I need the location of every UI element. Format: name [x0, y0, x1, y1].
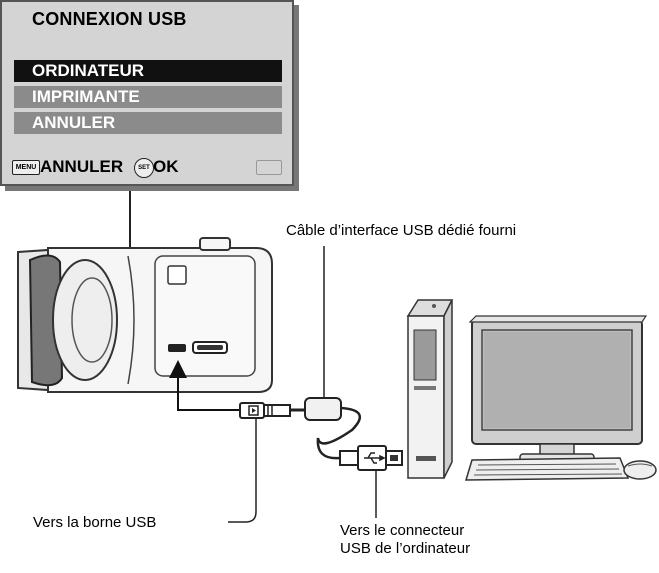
mouse-icon	[623, 460, 657, 480]
set-button-icon: SET	[134, 158, 154, 178]
computer-port-label-line1: Vers le connecteur	[340, 522, 465, 539]
footer-ok-label: OK	[153, 157, 179, 176]
camcorder-icon	[17, 237, 273, 411]
usb-symbol-icon	[364, 452, 386, 464]
cable-label: Câble d’interface USB dédié fourni	[286, 222, 517, 239]
menu-item-computer[interactable]: ORDINATEUR	[14, 60, 282, 82]
menu-item-printer[interactable]: IMPRIMANTE	[14, 86, 282, 108]
computer-port-label-line2: USB de l’ordinateur	[340, 540, 471, 557]
menu-item-cancel[interactable]: ANNULER	[14, 112, 282, 134]
camera-port-leader	[228, 418, 257, 523]
footer-cancel-label: ANNULER	[40, 157, 124, 176]
battery-icon	[256, 160, 282, 175]
menu-title: CONNEXION USB	[32, 9, 187, 29]
menu-button-icon: MENU	[12, 160, 40, 175]
usb-connection-menu: CONNEXION USB ORDINATEUR IMPRIMANTE ANNU…	[0, 0, 294, 186]
keyboard-icon	[464, 457, 630, 481]
camera-port-label: Vers la borne USB	[33, 514, 157, 531]
usb-cable-icon	[239, 397, 403, 471]
computer-tower-icon	[406, 299, 454, 479]
monitor-icon	[468, 315, 648, 463]
menu-footer: MENU ANNULER SET OK	[2, 154, 292, 180]
